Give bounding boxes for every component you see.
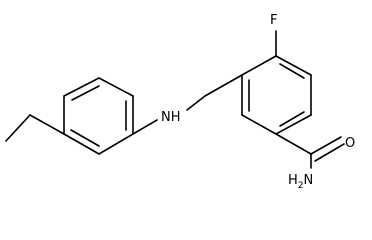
ring-double-bond (279, 111, 305, 127)
ring-bond (98, 77, 134, 97)
ring-bond (63, 133, 100, 155)
amide-hydrogen-count: 2 (298, 181, 304, 191)
molecule-drawing: F NH O H2N (5, 13, 355, 191)
ethyl-bond (5, 114, 31, 142)
ring-bond (241, 55, 277, 76)
ethyl-group (5, 114, 65, 142)
amide-nitrogen-symbol: N (304, 173, 314, 188)
fluorobenzamide-ring (241, 55, 312, 135)
ring-carbonyl-bond (275, 133, 312, 155)
aryl-amine-bond (132, 119, 158, 135)
fluorine-label: F (270, 13, 277, 28)
carbonyl-double-bond (310, 136, 342, 155)
amide-nitrogen-label: H2N (288, 173, 313, 191)
amine-label: NH (161, 110, 181, 125)
ring-double-bond (70, 129, 100, 147)
ethylphenyl-ring (63, 77, 134, 155)
ring-double-bond (71, 85, 100, 101)
ring-bond (241, 114, 277, 135)
amine-methylene-bond (186, 95, 206, 111)
chemical-structure: F NH O H2N (5, 13, 355, 191)
ring-bond (275, 114, 312, 135)
oxygen-label: O (345, 136, 355, 151)
ethyl-bond (29, 114, 65, 135)
methylene-ring-bond (204, 74, 243, 97)
amide-hydrogen-symbol: H (288, 173, 298, 188)
ring-bond (275, 55, 312, 76)
ring-bond (98, 133, 134, 155)
ring-double-bond (279, 63, 305, 79)
ring-bond (63, 77, 100, 97)
carbonyl-double-bond (314, 143, 345, 162)
